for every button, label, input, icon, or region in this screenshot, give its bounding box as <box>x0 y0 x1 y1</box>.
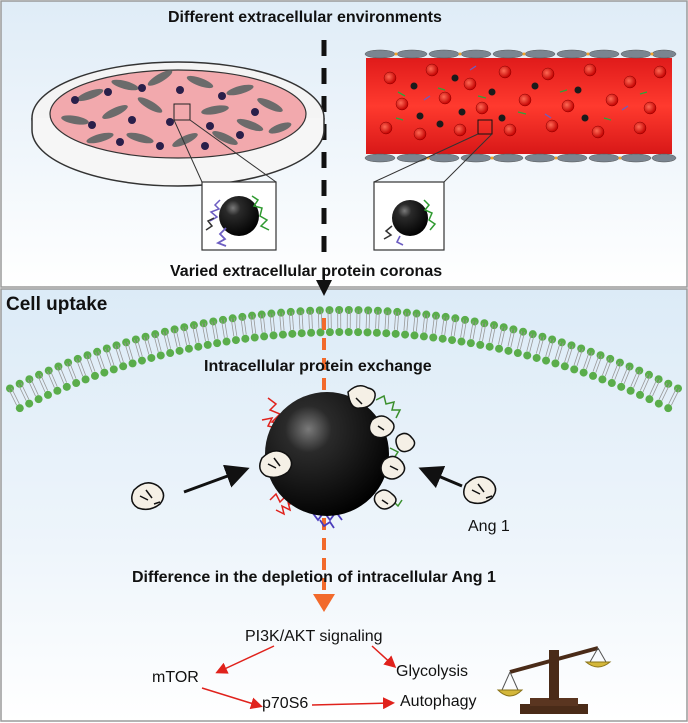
free-ang1-protein-right <box>463 476 497 505</box>
autophagy-node: Autophagy <box>400 693 477 710</box>
glycolysis-node: Glycolysis <box>396 663 469 680</box>
mtor-node: mTOR <box>152 669 199 686</box>
vessel-zoom-inset <box>373 133 493 251</box>
ang1-uptake-arrow-left <box>183 464 250 494</box>
p70s6-node: p70S6 <box>262 695 309 712</box>
arrow-pi3k-mtor <box>215 645 275 674</box>
pi3k-akt-node: PI3K/AKT signaling <box>245 628 383 645</box>
arrow-pi3k-glycolysis <box>371 645 397 669</box>
blood-vessel <box>364 49 677 163</box>
arrow-mtor-p70s6 <box>201 687 263 710</box>
free-ang1-protein-left <box>131 482 165 511</box>
ang1-release-arrow-right <box>418 465 463 489</box>
pathway-arrow <box>313 594 335 612</box>
exchange-label: Intracellular protein exchange <box>204 358 432 375</box>
petri-dish <box>31 61 325 187</box>
balance-scale-icon <box>496 646 612 714</box>
dish-zoom-inset <box>173 119 277 251</box>
top-panel-title: Different extracellular environments <box>168 9 442 26</box>
bottom-panel-title: Cell uptake <box>6 294 108 315</box>
difference-label: Difference in the depletion of intracell… <box>132 569 496 586</box>
corona-nanoparticle <box>261 385 416 529</box>
arrow-p70s6-autophagy <box>311 697 395 710</box>
cell-membrane <box>6 306 682 413</box>
corona-caption: Varied extracellular protein coronas <box>170 263 443 280</box>
ang1-label: Ang 1 <box>468 518 510 535</box>
free-ang1-protein-mid <box>259 450 293 479</box>
